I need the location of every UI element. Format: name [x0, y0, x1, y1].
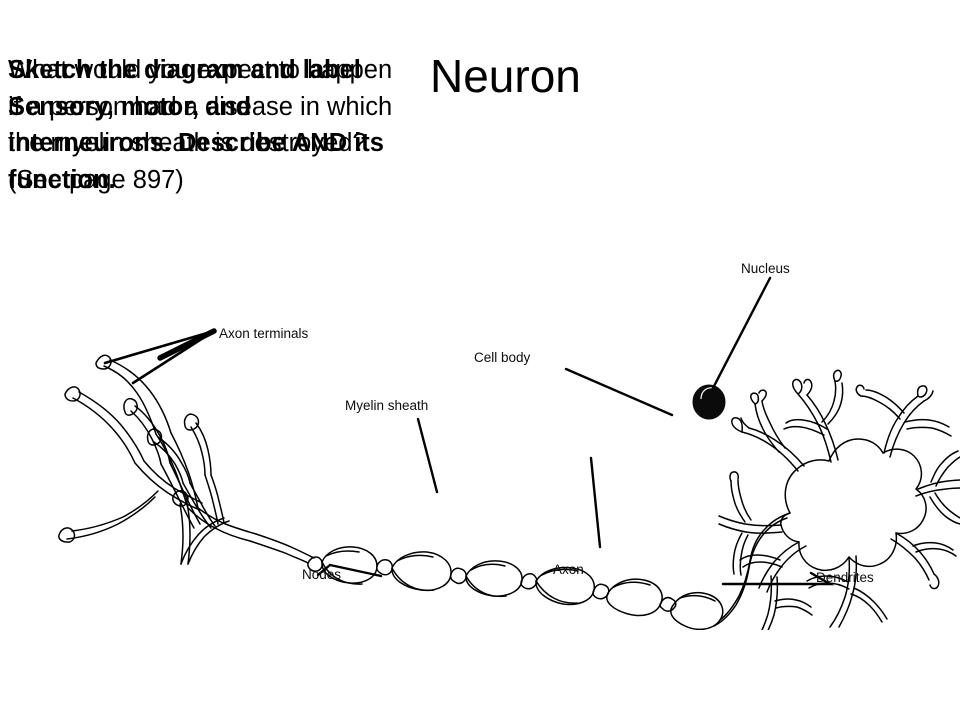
label-myelin-sheath: Myelin sheath [345, 398, 429, 413]
nucleus-shape [692, 384, 726, 420]
label-nodes: Nodes [302, 567, 342, 582]
question-text-primary: What would you expect to happen if a per… [8, 56, 393, 194]
page-title: Neuron [430, 50, 581, 102]
label-cell-body: Cell body [474, 350, 531, 365]
label-dendrites: Dendrites [816, 570, 874, 585]
question-text-secondary: Sketch the diagram and label Sensory, mo… [8, 56, 392, 194]
label-nucleus: Nucleus [741, 261, 790, 276]
neuron-diagram [0, 190, 960, 630]
label-axon-terminals: Axon terminals [219, 326, 309, 341]
label-axon: Axon [553, 562, 584, 577]
